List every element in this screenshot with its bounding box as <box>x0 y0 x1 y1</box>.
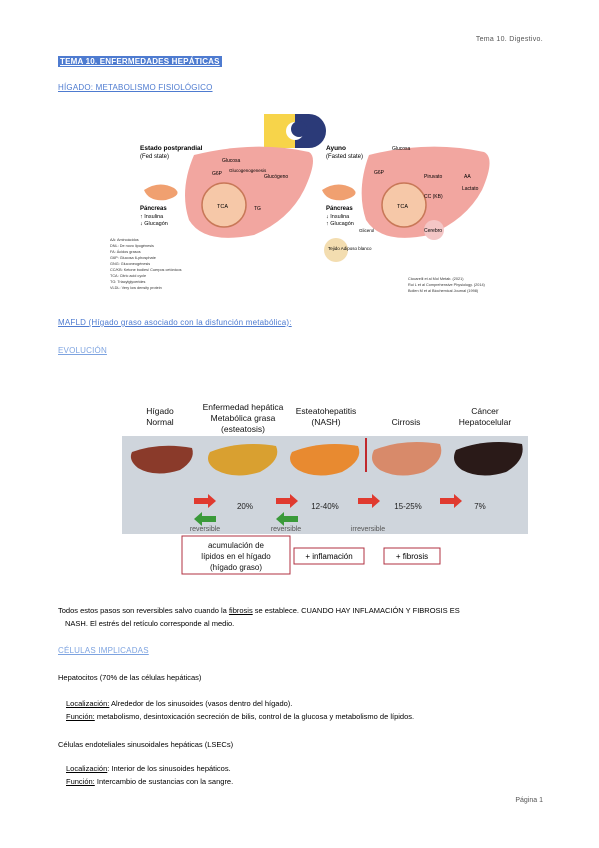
stage-label-cirrhosis: Cirrosis <box>392 417 421 427</box>
legend-line: G6P: Glucosa 6-phosphate <box>110 256 156 260</box>
bullet-steps-reversible: Todos estos pasos son reversibles salvo … <box>58 606 460 628</box>
tca-label-fed: TCA <box>217 204 228 210</box>
legend-line: DNL: De novo lipogénesis <box>110 244 154 248</box>
irreversible-label: irreversible <box>351 526 385 533</box>
liver-normal-image <box>130 445 193 474</box>
box1-line-2: lípidos en el hígado <box>201 552 271 561</box>
mitochondrion-fed <box>201 182 247 228</box>
pct-label: 7% <box>474 502 486 511</box>
pct-label: 20% <box>237 502 253 511</box>
stage-label-fatty-1: Enfermedad hepática <box>203 402 284 412</box>
kb-label: CC (KB) <box>424 194 443 200</box>
section-heading-mafld: MAFLD (Hígado graso asociado con la disf… <box>58 318 292 327</box>
brain-label: Cerebro <box>424 228 442 234</box>
legend-line: TG: Triacylglycerides <box>110 280 146 284</box>
fast-subtitle: (Fasted state) <box>326 154 363 160</box>
g6p-label-fast: G6P <box>374 170 385 176</box>
reversible-label: reversible <box>271 526 301 533</box>
page-title: TEMA 10. ENFERMEDADES HEPÁTICAS <box>58 56 222 67</box>
glycogen-label-fed: Glucógeno <box>264 174 288 180</box>
liver-cancer-image <box>454 442 523 476</box>
cell-item-lsecs: Células endoteliales sinusoidales hepáti… <box>58 738 233 751</box>
liver-cirrhosis-image <box>372 442 442 476</box>
liver-fatty-image <box>208 444 278 476</box>
box1-line-1: acumulación de <box>208 541 265 550</box>
fibrosis-label: + fibrosis <box>396 552 428 561</box>
legend-line: AA: Aminoácidos <box>110 238 139 242</box>
insulin-up-label: ↑ Insulina <box>140 214 164 220</box>
inflammation-box <box>293 547 365 565</box>
pancreas-icon-fed <box>144 184 178 201</box>
forward-arrows <box>194 494 462 508</box>
box1-line-3: (hígado graso) <box>210 563 262 572</box>
tca-label-fast: TCA <box>397 204 408 210</box>
aa-label: AA <box>464 174 471 180</box>
ref-line: Ciccarelli et al Mol Metab. (2021) <box>408 277 464 281</box>
legend-line: CC/KB: Ketone bodies/ Cuerpos cetónicos <box>110 268 182 272</box>
liver-shape-fast <box>361 146 490 238</box>
figure-references: Ciccarelli et al Mol Metab. (2021) Rui L… <box>408 277 486 293</box>
liver-metabolism-figure: Estado postprandial (Fed state) TCA G6P … <box>104 110 522 300</box>
pancreas-label-fed: Páncreas <box>140 206 167 212</box>
mitochondrion-fast <box>381 182 427 228</box>
cell-item-hepatocytes: Hepatocitos (70% de las células hepática… <box>58 671 201 684</box>
figure-legend: AA: Aminoácidos DNL: De novo lipogénesis… <box>110 238 182 290</box>
fast-title: Ayuno <box>326 145 346 152</box>
stage-label-nash-2: (NASH) <box>311 417 340 427</box>
cell-details-lsecs: Localización: Interior de los sinusoides… <box>66 764 234 786</box>
glucagon-down-label: ↓ Glucagón <box>140 221 168 227</box>
stage-label-nash-1: Esteatohepatitis <box>296 406 356 416</box>
lactate-label: Lactato <box>462 186 479 192</box>
liver-disease-progression-figure: Hígado Normal Enfermedad hepática Metabó… <box>120 400 530 575</box>
section-heading-cells: CÉLULAS IMPLICADAS <box>58 646 149 655</box>
legend-line: VLDL: Very low density protein <box>110 286 162 290</box>
adipose-tissue-icon <box>324 238 348 262</box>
g6p-label-fed: G6P <box>212 171 223 177</box>
glycerol-label: Glicerol <box>359 228 374 233</box>
cell-name: Hepatocitos (70% de las células hepática… <box>58 673 202 682</box>
stage-label-cancer-2: Hepatocelular <box>459 417 512 427</box>
stage-label-cancer-1: Cáncer <box>471 406 499 416</box>
lipid-accumulation-box <box>181 535 291 575</box>
brain-icon <box>424 220 444 240</box>
liver-nash-image <box>290 444 360 476</box>
pancreas-label-fast: Páncreas <box>326 206 353 212</box>
cell-details-hepatocytes: Localización: Alrededor de los sinusoide… <box>66 699 415 721</box>
stage-label-normal-2: Normal <box>146 417 174 427</box>
pct-label: 12-40% <box>311 502 339 511</box>
section-heading-metabolism: HÍGADO: METABOLISMO FISIOLÓGICO <box>58 83 213 92</box>
pyruvate-label: Piruvato <box>424 174 443 180</box>
adipose-label: Tejido Adiposo blanco <box>328 246 372 251</box>
stage-label-fatty-2: Metabólica grasa <box>211 413 276 423</box>
legend-line: TCA: Citric acid cycle <box>110 274 146 278</box>
legend-line: FA: Ácidos grasos <box>110 250 141 254</box>
pancreas-icon-fast <box>322 184 356 201</box>
page-header: Tema 10. Digestivo. <box>475 36 543 43</box>
tg-label-fed: TG <box>254 206 261 212</box>
insulin-down-label: ↓ Insulina <box>326 214 350 220</box>
cell-name: Células endoteliales sinusoidales hepáti… <box>58 740 234 749</box>
glucose-label-fast: Glucosa <box>392 146 411 152</box>
fibrosis-box <box>383 547 441 565</box>
page-number: Página 1 <box>515 797 543 804</box>
pct-label: 15-25% <box>394 502 422 511</box>
reverse-arrows <box>194 512 298 526</box>
sun-moon-icon <box>264 114 326 148</box>
ref-line: Rui L et al Comprehensive Physiology. (2… <box>408 283 486 287</box>
glucose-label-fed: Glucosa <box>222 158 241 164</box>
stage-label-fatty-3: (esteatosis) <box>221 424 265 434</box>
inflammation-label: + inflamación <box>305 552 352 561</box>
fed-title: Estado postprandial <box>140 145 203 152</box>
liver-shape-fed <box>185 146 313 238</box>
reversible-label: reversible <box>190 526 220 533</box>
stage-label-normal-1: Hígado <box>146 406 174 416</box>
glucagon-up-label: ↑ Glucagón <box>326 221 354 227</box>
ref-line: Bollen M et al Biochemical Journal (1998… <box>408 289 479 293</box>
glucogenesis-label-fed: Glucogenogenesis <box>229 168 267 173</box>
fed-subtitle: (Fed state) <box>140 154 169 160</box>
legend-line: GNG: Gluconeogénesis <box>110 262 150 266</box>
section-heading-evolution: EVOLUCIÓN <box>58 346 107 355</box>
